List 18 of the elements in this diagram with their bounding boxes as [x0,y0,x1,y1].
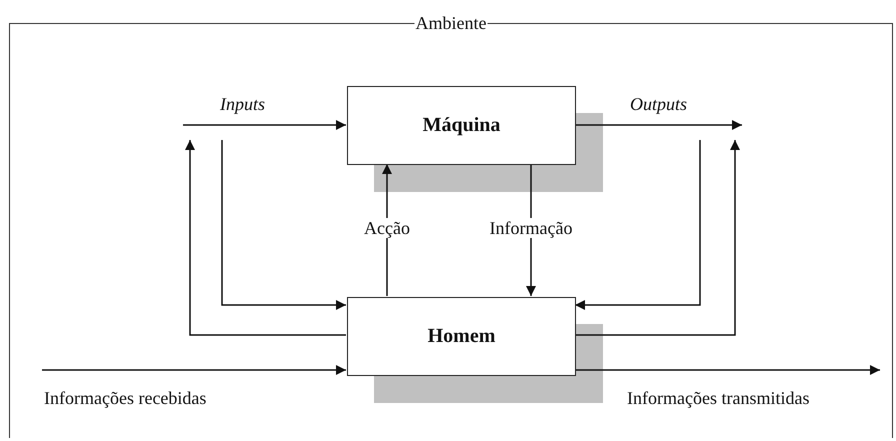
arrow [526,164,536,296]
arrow [382,164,392,296]
edge-label: Acção [362,218,412,238]
edge-label: Informações recebidas [42,388,208,408]
arrow [575,365,880,375]
arrow [183,120,346,130]
arrow [185,140,346,336]
arrow [575,140,701,310]
arrow [575,140,740,336]
arrow [42,365,346,375]
process-box [347,297,576,376]
edge-label: Informações transmitidas [625,388,812,408]
process-box [347,86,576,165]
box-label: Homem [428,325,496,348]
edge-label: Informação [488,218,574,238]
box-label: Máquina [422,114,500,137]
arrow [575,120,742,130]
arrow [221,140,346,310]
